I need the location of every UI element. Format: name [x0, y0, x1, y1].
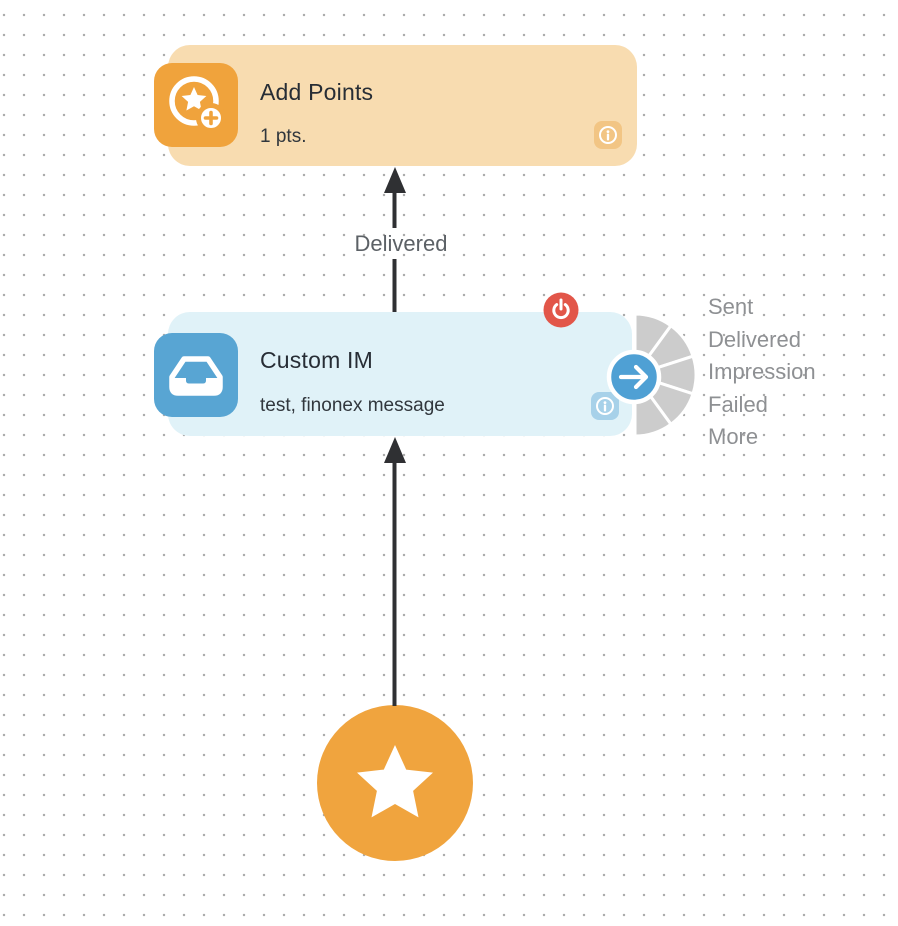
arrowhead-up-top — [384, 167, 406, 193]
fan-segment-sent[interactable] — [633, 312, 673, 380]
fan-label-failed[interactable]: Failed — [708, 391, 768, 417]
fan-label-impression[interactable]: Impression — [708, 359, 816, 385]
fan-segment-more[interactable] — [633, 370, 673, 438]
custom-im-icon-box — [154, 333, 238, 417]
add-points-title: Add Points — [260, 79, 374, 105]
start-node[interactable] — [317, 705, 473, 861]
edge-label-delivered: Delivered — [354, 231, 448, 256]
custom-im-subtitle: test, finonex message — [260, 395, 445, 416]
fan-label-delivered[interactable]: Delivered — [708, 326, 801, 352]
fan-menu[interactable] — [630, 312, 698, 438]
add-points-info-button[interactable] — [594, 121, 622, 149]
fan-segment-impression[interactable] — [630, 354, 698, 396]
fan-segment-failed[interactable] — [631, 372, 695, 427]
fan-label-more[interactable]: More — [708, 424, 759, 450]
fan-segment-delivered[interactable] — [631, 323, 695, 378]
custom-im-title: Custom IM — [260, 347, 373, 373]
info-icon — [599, 126, 617, 144]
arrowhead-up-bottom — [384, 437, 406, 463]
add-points-icon-box — [154, 63, 238, 147]
custom-im-info-button[interactable] — [591, 392, 619, 420]
custom-im-node[interactable] — [168, 312, 632, 436]
star-plus-icon — [169, 76, 226, 133]
inbox-icon — [169, 356, 223, 396]
edge-start-to-custom-im — [384, 437, 406, 706]
fan-menu-labels: Sent Delivered Impression Failed More — [708, 291, 816, 454]
star-icon — [357, 745, 433, 818]
info-icon — [596, 397, 614, 415]
fan-label-sent[interactable]: Sent — [708, 294, 754, 320]
add-points-subtitle: 1 pts. — [260, 126, 307, 147]
add-points-node[interactable] — [168, 45, 637, 166]
